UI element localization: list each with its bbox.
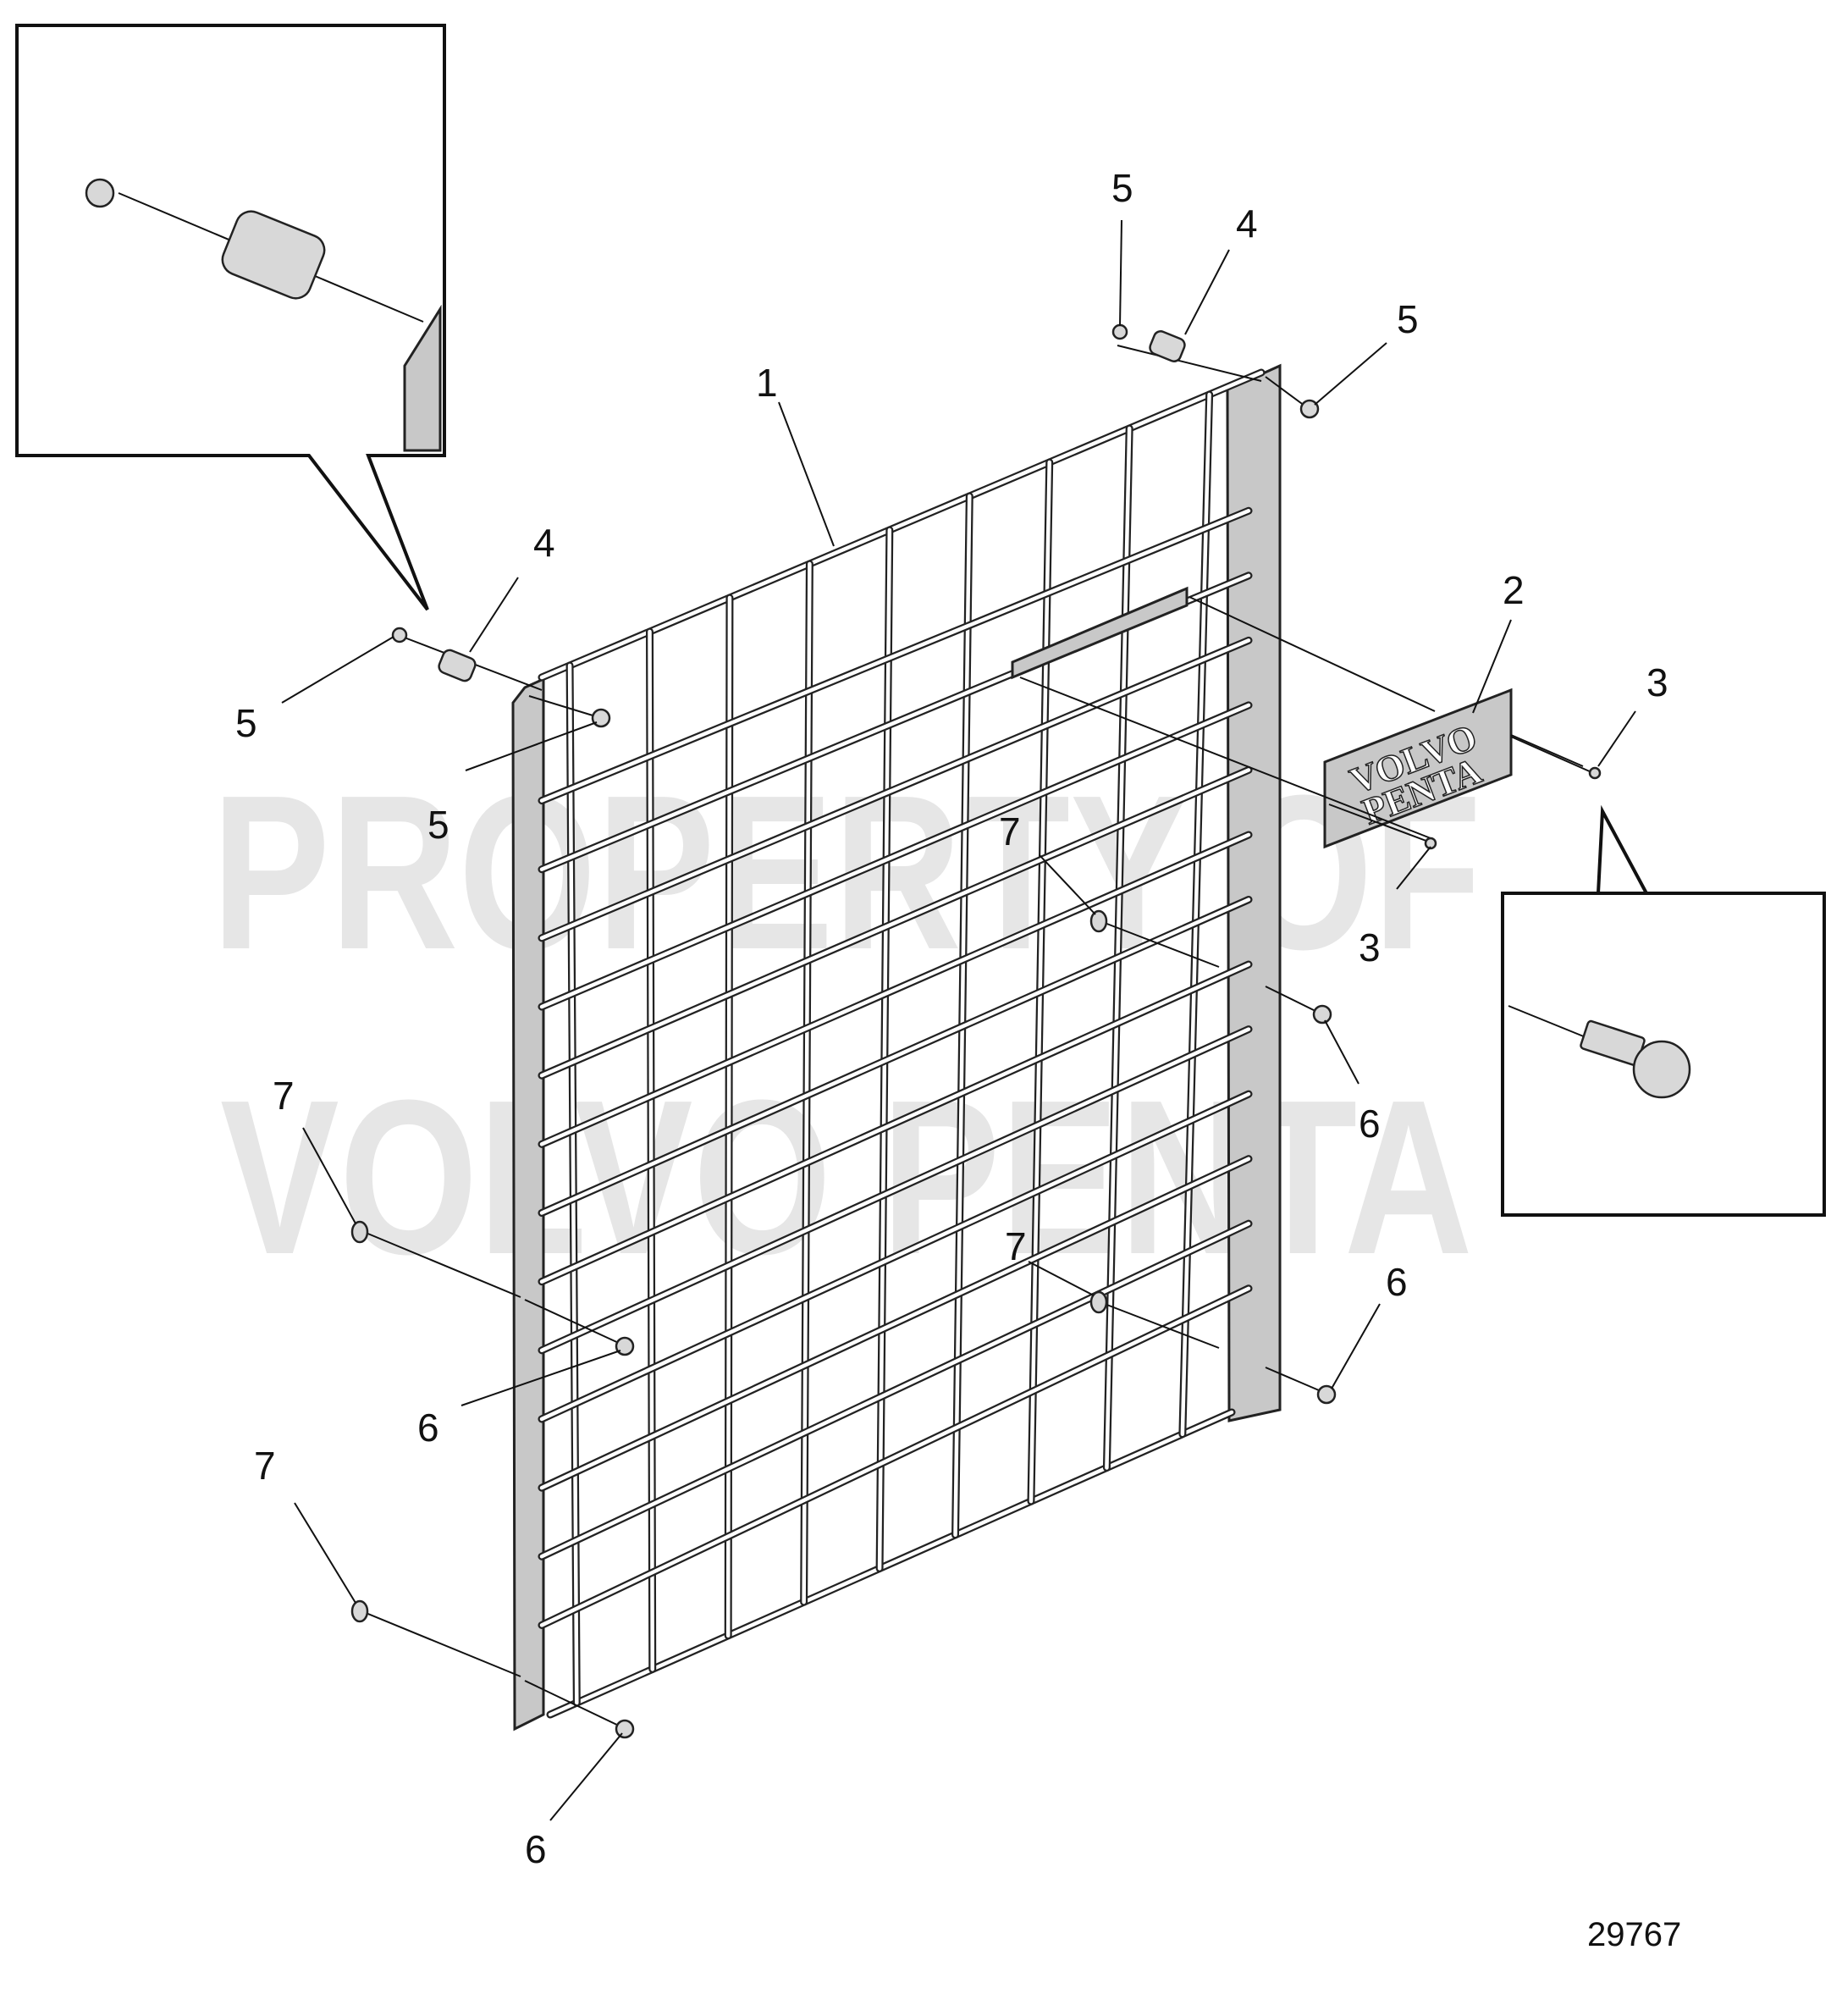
vertical-wire-1-core: [567, 663, 579, 1705]
callout-6-right-mid: 6: [1359, 1102, 1381, 1146]
horizontal-wire-13-core: [539, 1286, 1251, 1627]
horizontal-wire-6-core: [539, 832, 1251, 1146]
horizontal-wire-4-core: [539, 703, 1251, 1009]
callout-4-left: 4: [533, 521, 555, 565]
callout-5-top-upper: 5: [1111, 166, 1133, 210]
callout-3-upper: 3: [1646, 660, 1668, 704]
detail-box-screw: [1501, 804, 1826, 1217]
watermark-line-2: VOLVO PENTA: [220, 1055, 1473, 1301]
screw-right-low: [1316, 1384, 1337, 1405]
callout-7-left-low: 7: [254, 1444, 276, 1488]
right-side-plate: [1226, 363, 1282, 1422]
screw-left-low: [615, 1719, 635, 1739]
vertical-wire-6-core: [953, 494, 972, 1538]
horizontal-wire-9-core: [539, 1027, 1251, 1353]
spacer-left: [438, 649, 477, 682]
spacer-top: [1149, 330, 1186, 362]
fasteners: [350, 323, 1602, 1739]
emblem-screw-upper: [1588, 766, 1602, 780]
detail-box-spacer: [15, 24, 446, 611]
washer-left-mid: [350, 1220, 369, 1244]
callout-5-left-outer: 5: [235, 701, 257, 745]
callout-labels: 1 2 3 3 4 4 5 5 5 5 6 6 6 6 7 7 7 7: [235, 166, 1668, 1871]
horizontal-wire-5-core: [539, 768, 1251, 1078]
screw-right-mid: [1312, 1004, 1332, 1025]
nut-top-upper: [1111, 323, 1128, 340]
callout-2: 2: [1503, 568, 1525, 612]
callout-6-right-low: 6: [1386, 1260, 1408, 1304]
horizontal-wire-3-core: [539, 638, 1251, 941]
assembly-lines: [359, 345, 1592, 1728]
washer-center-up: [1089, 909, 1108, 933]
reference-number: 29767: [1587, 1916, 1681, 1953]
nut-top-right: [1299, 399, 1320, 419]
grille-frame: [511, 363, 1282, 1732]
washer-center-low: [1089, 1290, 1108, 1314]
callout-7-center-low: 7: [1005, 1224, 1027, 1268]
callout-1: 1: [756, 361, 778, 405]
watermark: PROPERTY OF VOLVO PENTA: [212, 750, 1481, 1301]
vertical-wire-8-core: [1105, 426, 1132, 1470]
horizontal-wire-8-core: [539, 962, 1251, 1284]
horizontal-wire-12-core: [539, 1221, 1251, 1559]
callout-5-top-right: 5: [1397, 297, 1419, 341]
callout-5-left-inner: 5: [427, 803, 449, 847]
vertical-wire-9-core: [1180, 392, 1211, 1437]
callout-7-left-mid: 7: [273, 1074, 295, 1118]
callout-4-top: 4: [1236, 202, 1258, 246]
horizontal-wire-11-core: [539, 1157, 1251, 1490]
nut-left-outer: [391, 627, 408, 643]
screw-left-mid: [615, 1336, 635, 1356]
vertical-wire-2-core: [648, 629, 654, 1671]
horizontal-wire-10-core: [539, 1091, 1251, 1422]
callout-6-left-mid: 6: [417, 1406, 439, 1450]
left-side-plate: [511, 677, 545, 1732]
callout-3-lower: 3: [1359, 925, 1381, 969]
horizontal-wire-1-core: [539, 509, 1251, 803]
callout-6-left-low: 6: [525, 1827, 547, 1871]
washer-left-low: [350, 1599, 369, 1623]
callout-7-center-up: 7: [999, 809, 1021, 853]
vertical-wires: [565, 390, 1214, 1707]
callout-leaders: [281, 219, 1636, 1821]
horizontal-wire-7-core: [539, 898, 1251, 1215]
nut-left-inner: [591, 708, 611, 728]
emblem-screw-lower: [1424, 837, 1437, 850]
vertical-wire-3-core: [725, 595, 732, 1638]
center-bracket: [1011, 586, 1188, 680]
horizontal-wires: [538, 506, 1253, 1629]
